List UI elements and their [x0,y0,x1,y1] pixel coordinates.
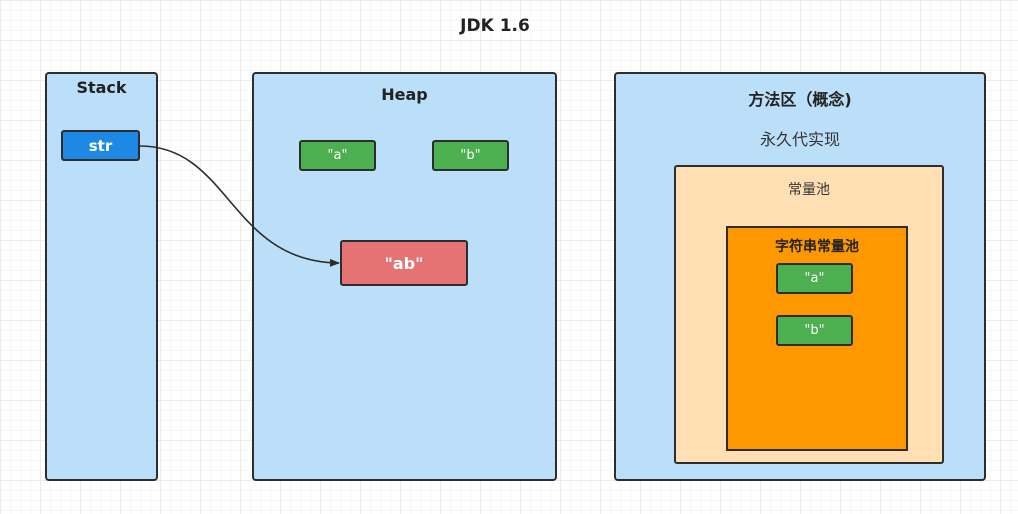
heap-object-a[interactable]: "a" [299,140,376,171]
constant-pool-title: 常量池 [788,182,830,198]
diagram-title: JDK 1.6 [460,16,530,36]
heap-object-b[interactable]: "b" [432,140,509,171]
stack-var-str[interactable]: str [61,130,140,161]
pool-string-a[interactable]: "a" [776,263,853,294]
method-area-subtitle: 永久代实现 [759,130,840,149]
method-area-title: 方法区（概念) [748,90,852,109]
stack-title: Stack [76,78,127,97]
pool-string-b[interactable]: "b" [776,315,853,346]
reference-arrow-path [139,145,340,267]
string-pool-title: 字符串常量池 [775,239,859,255]
heap-title: Heap [381,85,428,104]
heap-object-ab[interactable]: "ab" [340,240,468,286]
